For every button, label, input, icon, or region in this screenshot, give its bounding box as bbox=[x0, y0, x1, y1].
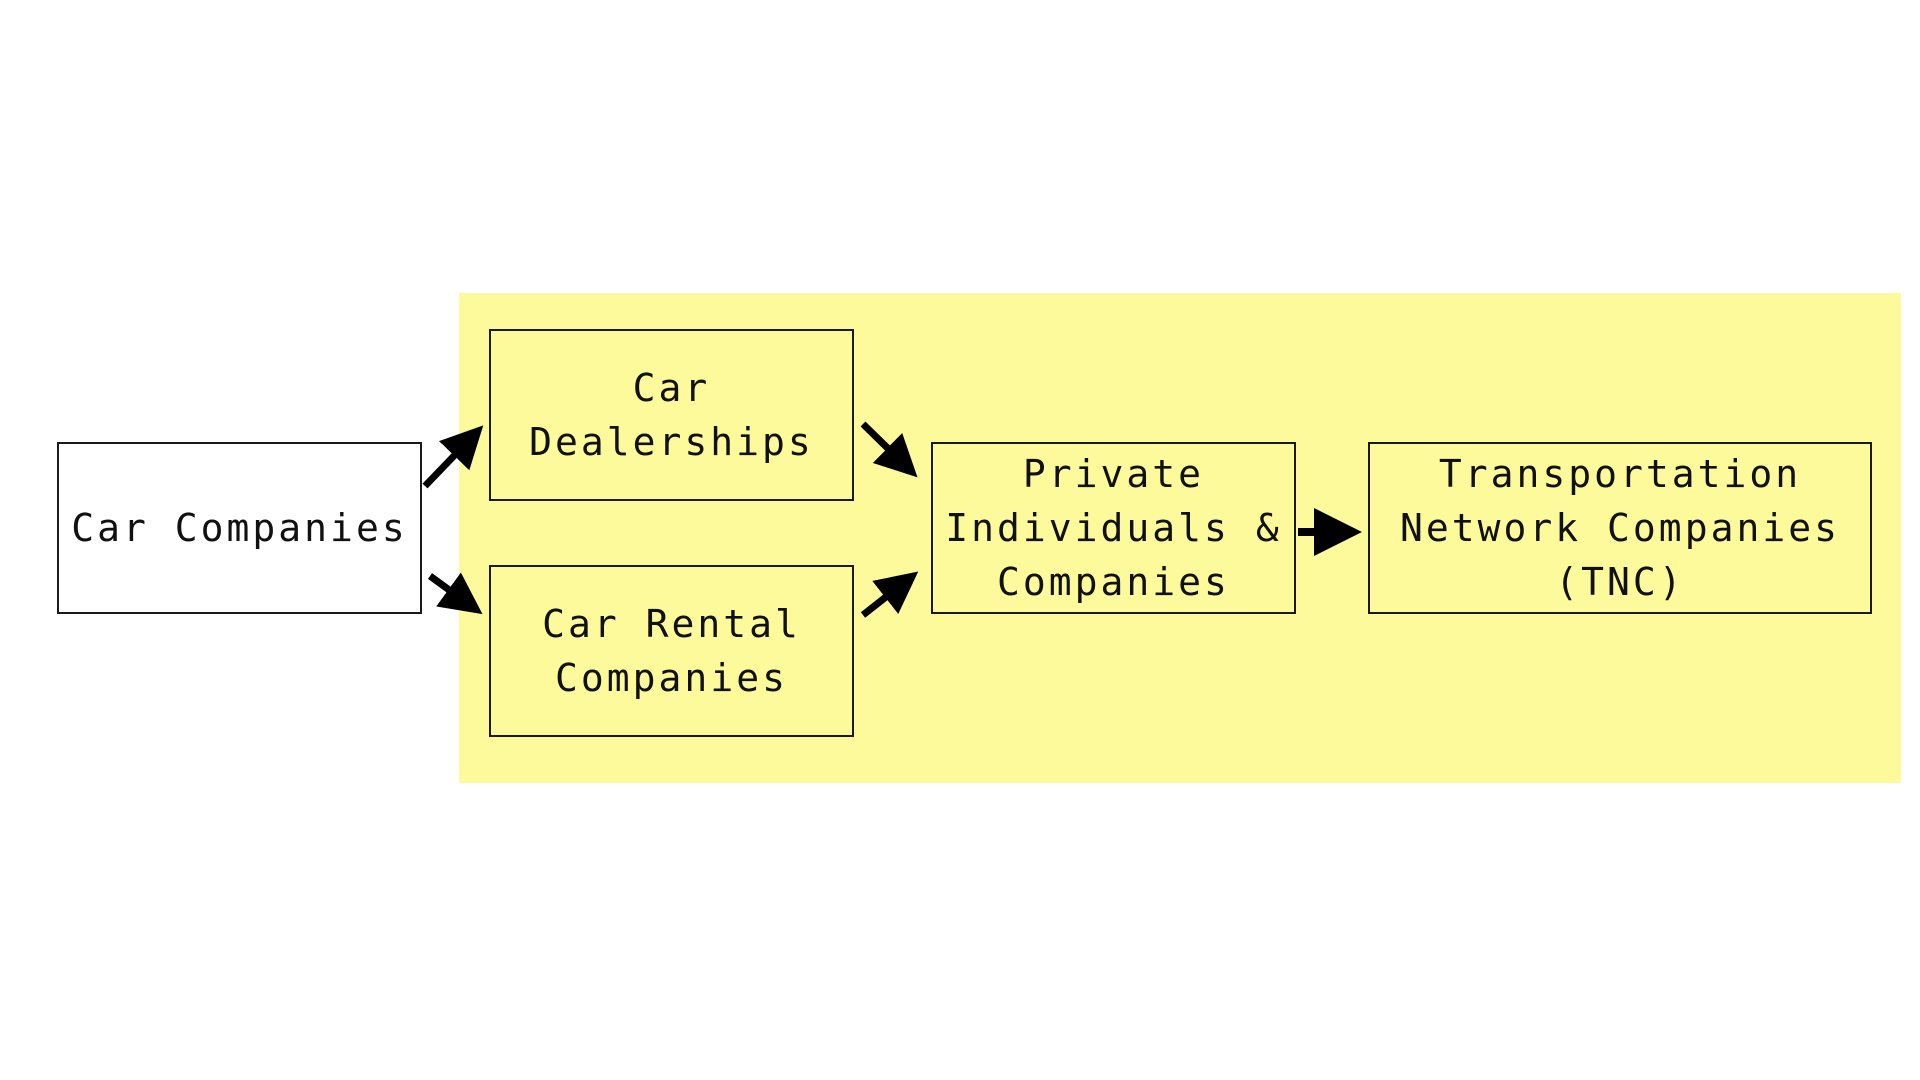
node-private-individuals: Private Individuals & Companies bbox=[931, 442, 1296, 614]
node-label-car-dealerships: Car Dealerships bbox=[529, 366, 814, 464]
node-car-companies: Car Companies bbox=[57, 442, 422, 614]
node-label-car-companies: Car Companies bbox=[71, 506, 408, 550]
node-label-transportation-network-companies: Transportation Network Companies (TNC) bbox=[1400, 452, 1840, 604]
node-transportation-network-companies: Transportation Network Companies (TNC) bbox=[1368, 442, 1872, 614]
node-label-private-individuals: Private Individuals & Companies bbox=[945, 452, 1282, 604]
node-label-car-rental-companies: Car Rental Companies bbox=[542, 602, 801, 700]
node-car-rental-companies: Car Rental Companies bbox=[489, 565, 854, 737]
node-car-dealerships: Car Dealerships bbox=[489, 329, 854, 501]
